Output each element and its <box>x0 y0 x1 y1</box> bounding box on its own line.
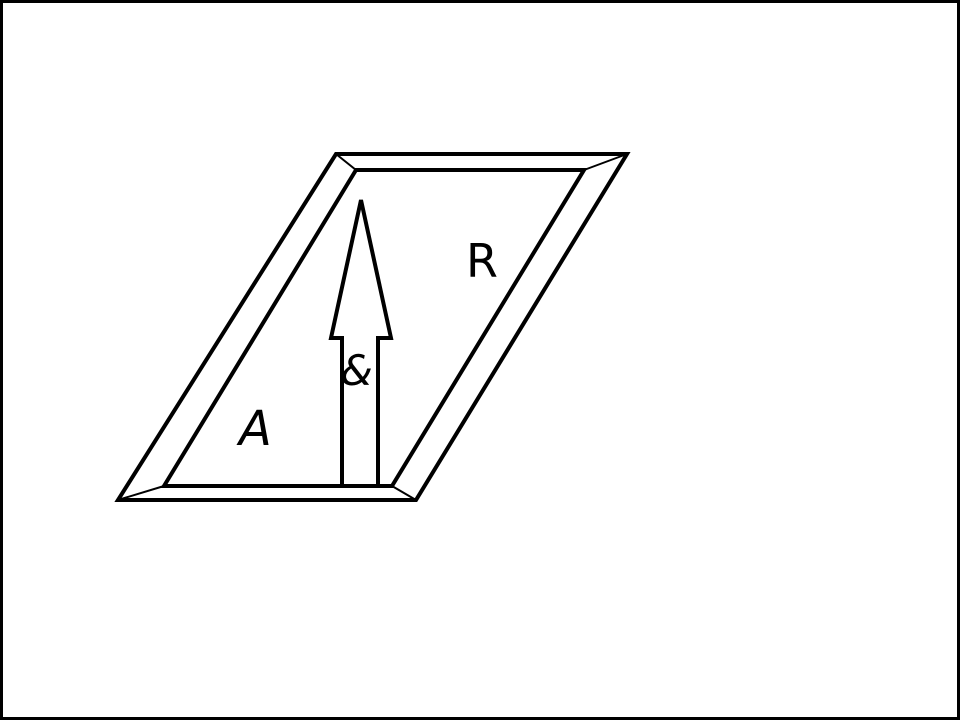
bevel-bottom-right <box>391 485 417 501</box>
bevel-bottom-left <box>117 485 165 501</box>
bevel-top-right <box>583 153 628 171</box>
up-arrow-icon <box>328 199 394 488</box>
label-r: R <box>466 234 498 288</box>
label-a: A <box>239 401 272 457</box>
bevel-top-left <box>335 153 357 171</box>
label-ampersand: & <box>340 346 373 395</box>
